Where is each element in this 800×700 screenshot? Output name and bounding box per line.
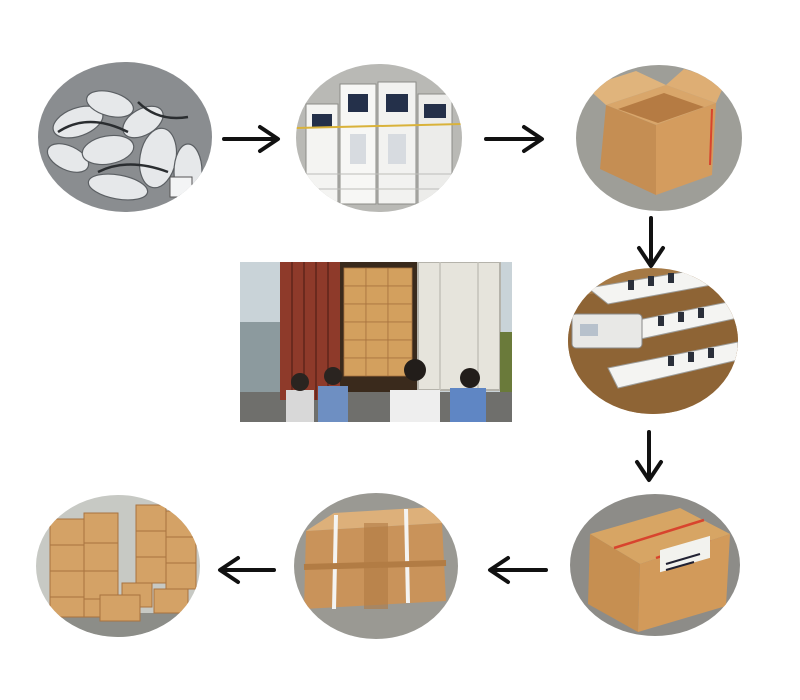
bagged-cables-photo-icon bbox=[38, 62, 212, 212]
step-open-carton bbox=[576, 65, 742, 211]
step-warehouse-cartons bbox=[36, 495, 200, 637]
strapped-carton-photo-icon bbox=[294, 493, 458, 639]
step-sealed-carton bbox=[570, 494, 740, 636]
step-strapped-carton bbox=[294, 493, 458, 639]
step-bagged-cables bbox=[38, 62, 212, 212]
step-products-in-carton bbox=[568, 268, 738, 414]
arrow-down-icon bbox=[636, 216, 666, 270]
warehouse-stacked-cartons-photo-icon bbox=[36, 495, 200, 637]
open-carton-photo-icon bbox=[576, 65, 742, 211]
retail-boxes-photo-icon bbox=[296, 64, 462, 212]
arrow-right-icon bbox=[484, 124, 548, 154]
step-container-loading bbox=[240, 262, 512, 422]
step-retail-boxes bbox=[296, 64, 462, 212]
sealed-labeled-carton-photo-icon bbox=[570, 494, 740, 636]
arrow-down-icon bbox=[634, 430, 664, 484]
arrow-left-icon bbox=[214, 555, 276, 585]
arrow-right-icon bbox=[222, 124, 284, 154]
arrow-left-icon bbox=[484, 555, 548, 585]
container-loading-photo-icon bbox=[240, 262, 512, 422]
boxed-products-in-carton-photo-icon bbox=[568, 268, 738, 414]
